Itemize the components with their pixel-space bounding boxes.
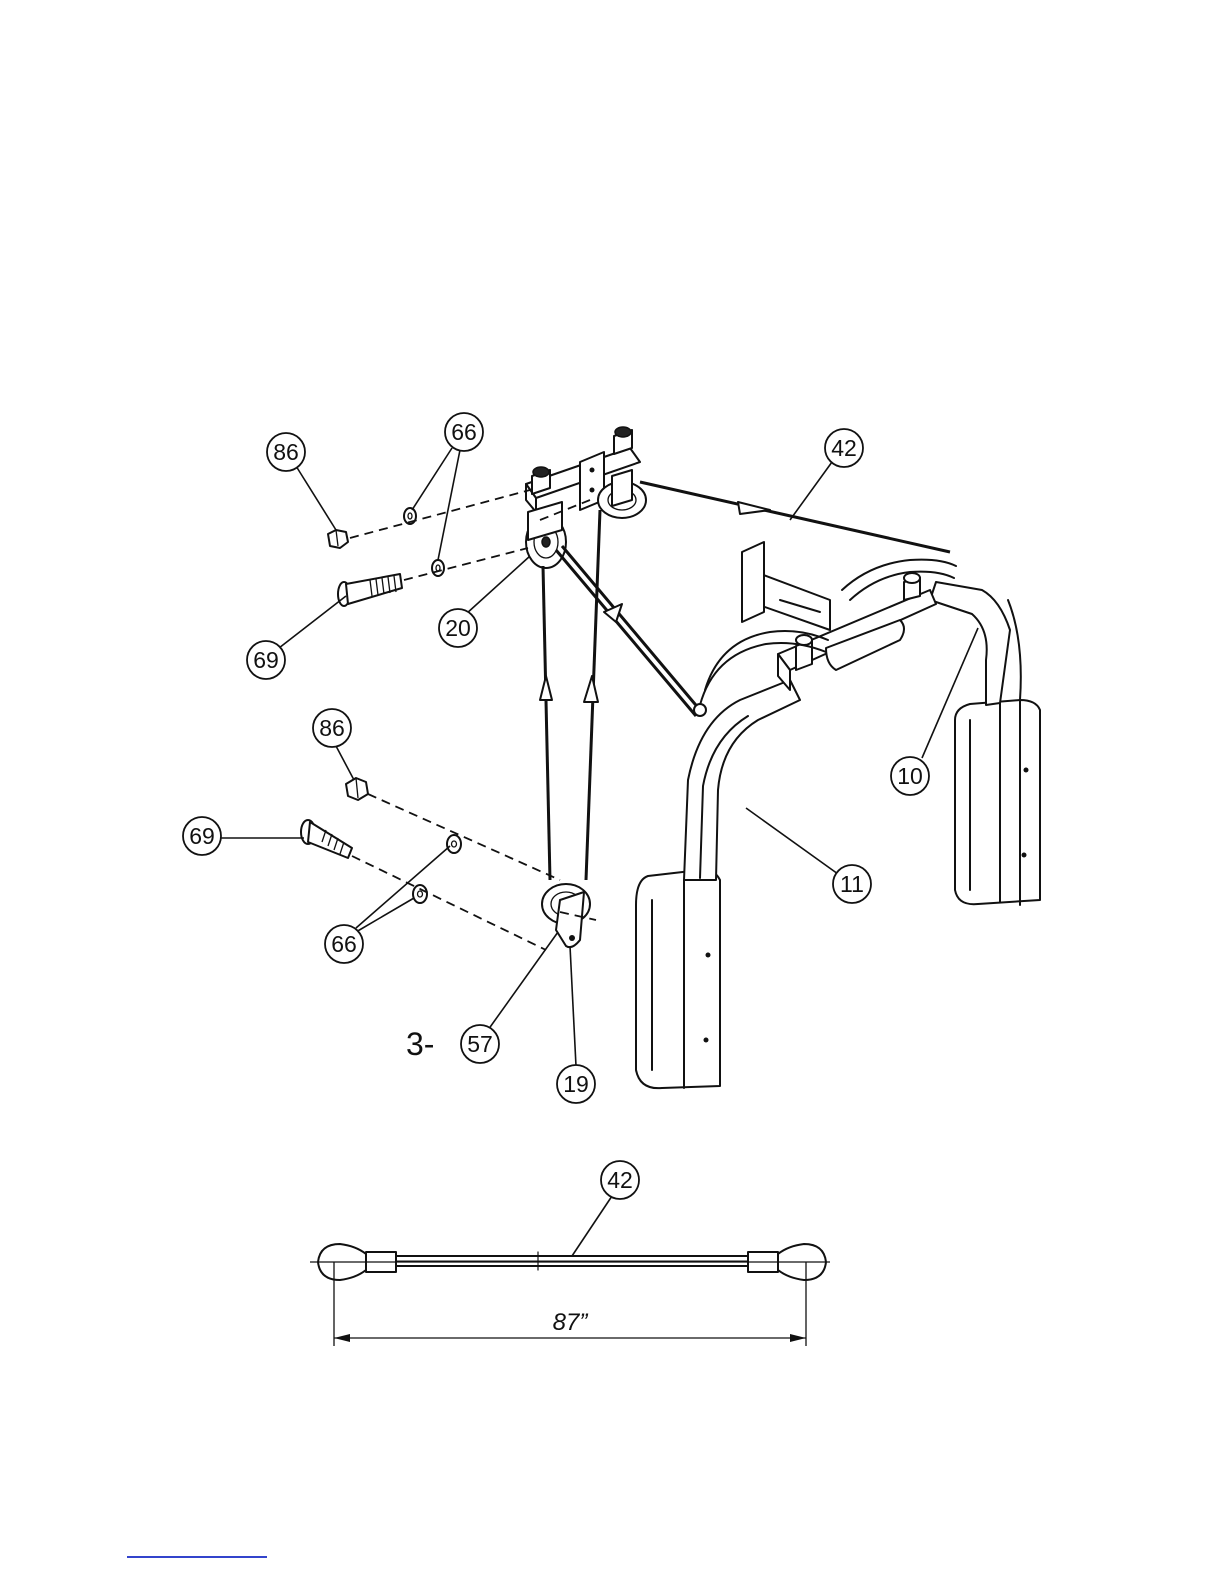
callout-label: 42 [831,435,857,461]
bolt-69-lower [301,820,352,858]
callout-19: 19 [557,1065,595,1103]
cable-length-dimension: 87” [553,1309,589,1336]
callout-label: 66 [451,419,477,445]
dimension-arrow-left [334,1334,350,1342]
callout-quantity: 3- [406,1026,434,1062]
callout-label: 19 [563,1071,589,1097]
callout-label: 42 [607,1167,633,1193]
callout-20: 20 [439,609,477,647]
callout-69-upper: 69 [247,641,285,679]
cable-arrow [738,502,770,514]
washer-66-lower-b [413,885,427,903]
washer-66-lower-a [447,835,461,853]
callout-label: 66 [331,931,357,957]
nut-86-upper [328,530,348,548]
callout-label: 11 [840,871,864,897]
cable-runs [540,482,950,880]
callout-11: 11 [833,865,871,903]
frame-assembly [636,542,1040,1088]
dimension-arrow-right [790,1334,806,1342]
footer-rule [127,1556,267,1558]
callout-label: 10 [897,763,923,789]
callout-66-lower: 66 [325,925,363,963]
callout-label: 69 [253,647,279,673]
washer-66-upper-b [432,560,444,576]
callout-42-detail: 42 [601,1161,639,1199]
front-leg [636,680,800,1088]
callout-label: 57 [467,1031,493,1057]
floating-pulley-19 [542,884,590,947]
cable-end-eyelet [694,704,706,716]
callout-57: 3- 57 [406,1025,499,1063]
callout-69-lower: 69 [183,817,221,855]
rear-leg [930,582,1040,905]
callout-66-upper: 66 [445,413,483,451]
callout-42-upper: 42 [825,429,863,467]
cable-arrow [584,676,598,702]
top-pulley-head [526,427,646,568]
center-bracket [742,542,830,630]
nut-86-lower [346,778,368,800]
callout-label: 69 [189,823,215,849]
callout-label: 20 [445,615,471,641]
callout-86-lower: 86 [313,709,351,747]
callout-10: 10 [891,757,929,795]
cable-42-detail: 87” 42 [310,1161,830,1346]
callout-86-upper: 86 [267,433,305,471]
callout-label: 86 [273,439,299,465]
callout-label: 86 [319,715,345,741]
cable-arrow [540,676,552,700]
bolt-69-upper [338,574,402,606]
